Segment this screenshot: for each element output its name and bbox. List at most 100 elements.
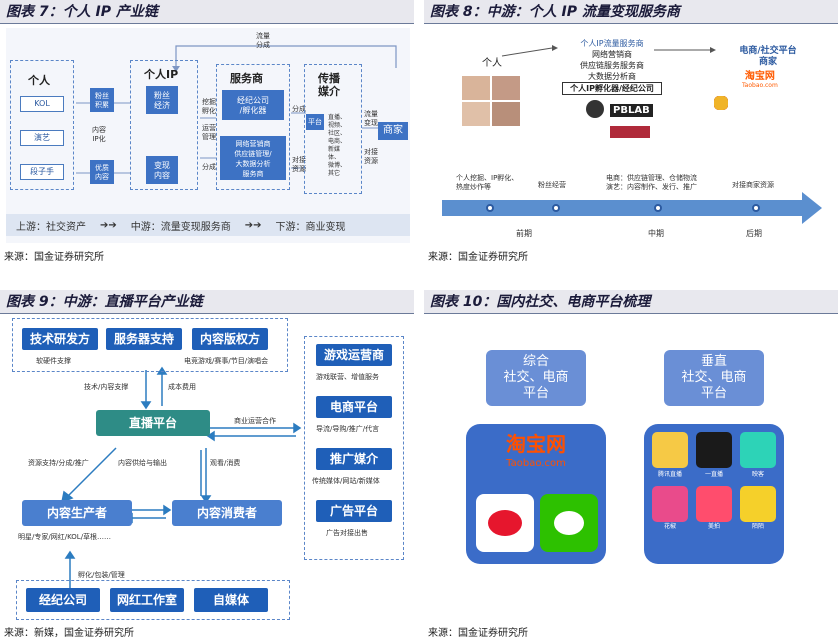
top-flow-label: 流量 分成: [256, 32, 270, 49]
ip-service-label: 个人IP流量服务商: [580, 39, 644, 48]
stage-task-3: 电商：供应链管理、仓储物流 演艺：内容制作、发行、推广: [606, 174, 697, 191]
top-flow-arrow: [76, 45, 397, 174]
duanzi-box: 段子手: [20, 164, 64, 180]
yanyi-box: 演艺: [20, 130, 64, 146]
producer-examples: 明星/专家/网红/KOL/草根……: [18, 533, 112, 541]
connect-2: 对接 资源: [364, 148, 378, 165]
stage-late: 后期: [746, 229, 762, 238]
game-op-sub: 游戏联营、增值服务: [316, 373, 379, 381]
ec-social-label: 电商/社交平台: [739, 46, 797, 56]
merchant-box: 商家: [378, 122, 408, 140]
weibo-icon: [476, 494, 534, 552]
vertical-app-labels: 腾讯直播 一直播 映客 花椒 美拍 陌陌: [657, 471, 764, 530]
merchant-label: 商家: [758, 57, 777, 67]
incubator-label: 个人IP孵化器/经纪公司: [562, 82, 662, 95]
promo-media-sub: 传统媒体/网站/新媒体: [312, 477, 380, 485]
figure-title: 图表 9：中游：直播平台产业链: [0, 290, 414, 314]
col-ip-head: 个人IP: [144, 68, 179, 81]
figure-title: 图表 10：国内社交、电商平台梳理: [424, 290, 838, 314]
connect-1: 对接 资源: [292, 156, 306, 173]
figure-10-diagram: 综合 社交、电商 平台 垂直 社交、电商 平台 淘宝网 Taobao.com 腾…: [424, 318, 838, 614]
monetize-content: 变现 内容: [146, 156, 178, 184]
producer-box: 内容生产者: [22, 500, 132, 526]
general-platform-head: 综合 社交、电商 平台: [486, 350, 586, 406]
arrow-1: ➔➔: [100, 219, 117, 231]
figure-source: 来源：国金证券研究所: [4, 252, 104, 263]
huajiao-icon: [652, 486, 688, 522]
right-dashed-group: [304, 336, 404, 560]
arrow-2: ➔➔: [244, 219, 262, 231]
resource-label: 资源支持/分成/推广: [28, 459, 89, 467]
ad-platform-box: 广告平台: [316, 500, 392, 522]
figure-source: 来源：国金证券研究所: [428, 252, 528, 263]
ops-mgmt: 运营 管理: [202, 124, 216, 141]
stage-task-4: 对接商家资源: [732, 181, 774, 189]
biz-coop-label: 商业运营合作: [234, 417, 276, 425]
taobao-logo-small: 淘宝网 Taobao.com: [742, 71, 778, 90]
col-ip: [130, 60, 198, 190]
media-list: 直播、 视频、 社区、 电商、 新媒 体、 微博、 其它: [328, 114, 347, 177]
midstream-label: 中游：流量变现服务商: [130, 221, 231, 233]
stage-early: 前期: [516, 229, 532, 238]
stage-task-2: 粉丝经营: [538, 181, 566, 189]
right-labels: 电商/社交平台 商家: [718, 46, 818, 68]
quality-content: 优质 内容: [90, 160, 114, 184]
fan-economy: 粉丝 经济: [146, 86, 178, 114]
tech-support-label: 技术/内容支撑: [84, 383, 129, 391]
panel-figure-8: 图表 8：中游：个人 IP 流量变现服务商 个人 个人IP流量服务商 网络营销商…: [424, 0, 838, 265]
cost-label: 成本费用: [168, 383, 196, 391]
traffic-monetize: 流量 变现: [364, 110, 378, 127]
stage-task-1: 个人挖掘、IP孵化、 热度炒作等: [456, 174, 519, 191]
promo-media-box: 推广媒介: [316, 448, 392, 470]
studio-box: 网红工作室: [110, 588, 184, 612]
figure-title: 图表 7：个人 IP 产业链: [0, 0, 414, 24]
split-2: 分成: [292, 105, 306, 113]
kol-box: KOL: [20, 96, 64, 112]
figure-source: 来源：新媒，国金证券研究所: [4, 628, 134, 639]
panel-figure-10: 图表 10：国内社交、电商平台梳理 综合 社交、电商 平台 垂直 社交、电商 平…: [424, 290, 838, 641]
flow-arrows: [442, 45, 822, 224]
hw-sw-label: 软硬件支撑: [36, 357, 71, 365]
yizhibo-icon: [696, 432, 732, 468]
supply-label: 供应链服务服务商: [580, 61, 644, 70]
fans-accum: 粉丝 积累: [90, 88, 114, 112]
flow-arrows: [60, 366, 302, 592]
taobao-logo: 淘宝网 Taobao.com: [506, 432, 566, 469]
selfmedia-box: 自媒体: [194, 588, 268, 612]
net-marketing-label: 网络营销商: [592, 50, 632, 59]
bottom-dashed-group: [16, 580, 290, 620]
copyright-box: 内容版权方: [192, 328, 268, 350]
logo-red: [610, 126, 650, 138]
ecommerce-box: 电商平台: [316, 396, 392, 418]
panel-figure-9: 图表 9：中游：直播平台产业链 技术研发方 服务器支持 内容版权方 软硬件支撑 …: [0, 290, 414, 641]
server-box: 服务器支持: [106, 328, 182, 350]
consumer-box: 内容消费者: [172, 500, 282, 526]
middle-labels: 个人IP流量服务商 网络营销商 供应链服务服务商 大数据分析商 个人IP孵化器/…: [562, 38, 662, 95]
col-media-head: 传播 媒介: [318, 72, 340, 98]
bigdata-label: 大数据分析商: [588, 72, 636, 81]
tech-rd-box: 技术研发方: [22, 328, 98, 350]
split-1: 分成: [202, 163, 216, 171]
agency-box: 经纪公司: [26, 588, 100, 612]
figure-8-diagram: 个人 个人IP流量服务商 网络营销商 供应链服务服务商 大数据分析商 个人IP孵…: [442, 28, 834, 243]
marketing-box: 网络营销商 供应链管理/ 大数据分析 服务商: [220, 136, 286, 180]
downstream-label: 下游：商业变现: [275, 221, 346, 233]
content-ip: 内容 IP化: [92, 126, 106, 143]
col-media: [304, 64, 362, 194]
wechat-icon: [540, 494, 598, 552]
stage-mid: 中期: [648, 229, 664, 238]
tencent-live-icon: [652, 432, 688, 468]
vertical-platform-head: 垂直 社交、电商 平台: [664, 350, 764, 406]
col-service: [216, 64, 290, 190]
col-person: [10, 60, 74, 190]
inke-icon: [740, 432, 776, 468]
face-photos: [462, 76, 520, 126]
platform-box: 平台: [306, 114, 324, 130]
live-platform-box: 直播平台: [96, 410, 210, 436]
ad-platform-sub: 广告对接出售: [326, 529, 368, 537]
bottom-bar: 上游：社交资产 ➔➔ 中游：流量变现服务商 ➔➔ 下游：商业变现: [6, 214, 410, 236]
meipai-icon: [696, 486, 732, 522]
top-dashed-group: [12, 318, 288, 372]
figure-7-diagram: 流量 分成 个人 KOL 演艺 段子手 粉丝 积累 内容 IP化 优质 内容 个…: [6, 28, 410, 243]
col-person-head: 个人: [28, 74, 50, 87]
